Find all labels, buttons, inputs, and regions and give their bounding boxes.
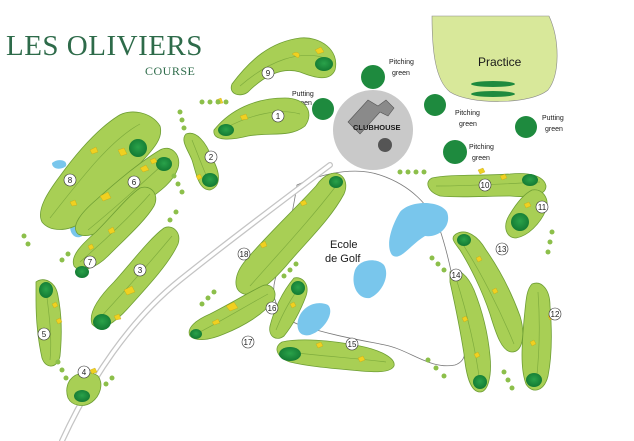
hole-number-9: 9 bbox=[266, 69, 271, 78]
green-hole-18 bbox=[329, 176, 343, 188]
hole-marker-13 bbox=[495, 242, 509, 256]
hole-number-4: 4 bbox=[82, 368, 87, 377]
hole-number-10: 10 bbox=[481, 181, 490, 190]
fairway-hole-9 bbox=[230, 37, 337, 96]
green-hole-10 bbox=[522, 174, 538, 186]
fairway-hole-13 bbox=[452, 231, 524, 353]
hole-number-6: 6 bbox=[132, 178, 137, 187]
hole-number-17: 17 bbox=[244, 338, 253, 347]
hole-number-16: 16 bbox=[268, 304, 277, 313]
hole-marker-3 bbox=[133, 263, 147, 277]
hole-marker-8 bbox=[63, 173, 77, 187]
green-hole-7 bbox=[75, 266, 89, 278]
hole-marker-12 bbox=[548, 307, 562, 321]
putting-green-2 bbox=[515, 116, 537, 138]
green-hole-8 bbox=[129, 139, 147, 157]
pitching-green-3-label2: green bbox=[472, 155, 490, 162]
hole-marker-16 bbox=[265, 301, 279, 315]
water-lake-2 bbox=[353, 260, 387, 299]
putting-green-1 bbox=[312, 98, 334, 120]
green-hole-3 bbox=[93, 314, 111, 330]
green-hole-9 bbox=[315, 57, 333, 71]
pitching-green-3-label: Pitching bbox=[469, 144, 494, 151]
trees bbox=[21, 99, 555, 391]
water-lake-1 bbox=[389, 203, 449, 257]
green-hole-16 bbox=[291, 281, 305, 295]
putting-green-2-label: Putting bbox=[542, 115, 564, 122]
pitching-green-1-label: Pitching bbox=[389, 59, 414, 66]
water-pond-1 bbox=[52, 160, 67, 169]
pitching-green-1-label2: green bbox=[392, 70, 410, 77]
hole-marker-17 bbox=[241, 335, 255, 349]
water-lake-3 bbox=[297, 303, 331, 336]
hole-marker-15 bbox=[345, 337, 359, 351]
hole-marker-14 bbox=[449, 268, 463, 282]
hole-marker-1 bbox=[271, 109, 285, 123]
pitching-green-2 bbox=[424, 94, 446, 116]
hole-number-5: 5 bbox=[42, 330, 47, 339]
clubhouse-building bbox=[347, 99, 395, 135]
hole-marker-11 bbox=[535, 200, 549, 214]
hole-number-7: 7 bbox=[88, 258, 93, 267]
hole-number-13: 13 bbox=[498, 245, 507, 254]
putting-surfaces bbox=[39, 57, 542, 402]
hole-number-15: 15 bbox=[348, 340, 357, 349]
hole-number-12: 12 bbox=[551, 310, 560, 319]
fairway-hole-11 bbox=[505, 189, 548, 239]
practice-label: Practice bbox=[478, 55, 522, 69]
hole-marker-2 bbox=[204, 150, 218, 164]
hole-marker-7 bbox=[83, 255, 97, 269]
hole-number-18: 18 bbox=[240, 250, 249, 259]
green-hole-5 bbox=[39, 282, 53, 298]
pitching-green-2-label2: green bbox=[459, 121, 477, 128]
course-title: LES OLIVIERS bbox=[6, 30, 203, 62]
ecole-label: Ecole bbox=[330, 239, 358, 251]
green-hole-1 bbox=[218, 124, 234, 136]
course-subtitle: COURSE bbox=[145, 64, 196, 78]
hole-number-8: 8 bbox=[68, 176, 73, 185]
green-hole-4 bbox=[74, 390, 90, 402]
hole-number-11: 11 bbox=[538, 203, 547, 212]
clubhouse-area bbox=[333, 90, 413, 170]
green-hole-6 bbox=[156, 157, 172, 171]
green-hole-14 bbox=[473, 375, 487, 389]
fairway-hole-1 bbox=[213, 97, 310, 140]
hole-marker-18 bbox=[237, 247, 251, 261]
fairway-hole-17 bbox=[188, 284, 276, 340]
clubhouse-label: CLUBHOUSE bbox=[353, 123, 401, 132]
green-hole-15 bbox=[279, 347, 301, 361]
green-hole-2 bbox=[202, 173, 218, 187]
bunkers bbox=[51, 46, 555, 375]
practice-tee-2 bbox=[471, 91, 515, 97]
pitching-green-1 bbox=[361, 65, 385, 89]
practice-tee-1 bbox=[471, 81, 515, 87]
hole-number-3: 3 bbox=[138, 266, 143, 275]
practice-area bbox=[431, 15, 558, 102]
fairways bbox=[35, 37, 552, 406]
hole-marker-9 bbox=[261, 66, 275, 80]
hole-marker-4 bbox=[77, 365, 91, 379]
hole-marker-10 bbox=[478, 178, 492, 192]
fairway-hole-15 bbox=[276, 339, 395, 373]
pitching-green-3 bbox=[443, 140, 467, 164]
ecole-label2: de Golf bbox=[325, 253, 361, 265]
hole-marker-5 bbox=[37, 327, 51, 341]
hole-number-14: 14 bbox=[452, 271, 461, 280]
clubhouse-pool bbox=[378, 138, 392, 152]
putting-green-2-label2: green bbox=[545, 126, 563, 133]
green-hole-11 bbox=[511, 213, 529, 231]
hole-marker-6 bbox=[127, 175, 141, 189]
green-hole-13 bbox=[457, 234, 471, 246]
hole-number-1: 1 bbox=[276, 112, 281, 121]
fairway-hole-18 bbox=[235, 172, 347, 295]
green-hole-12 bbox=[526, 373, 542, 387]
green-hole-17 bbox=[190, 329, 202, 339]
hole-number-2: 2 bbox=[209, 153, 214, 162]
pitching-green-2-label: Pitching bbox=[455, 110, 480, 117]
fairway-hole-12 bbox=[521, 282, 552, 391]
putting-green-1-label: Putting bbox=[292, 91, 314, 98]
